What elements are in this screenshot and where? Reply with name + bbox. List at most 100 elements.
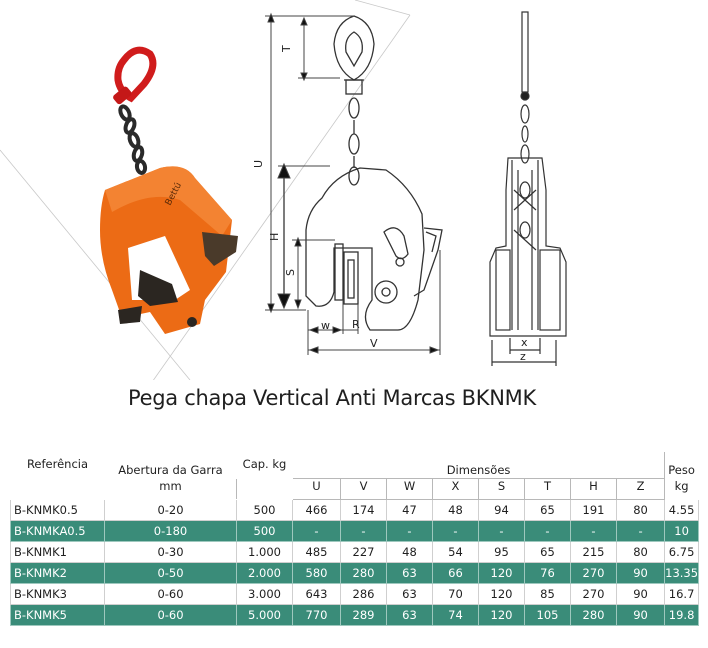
cell-capacity: 5.000 [236, 604, 293, 626]
cell-dim-h: - [570, 520, 617, 542]
dim-label-s: S [284, 269, 297, 276]
header-reference: Referência [10, 452, 105, 500]
cell-ref: B-KNMKA0.5 [10, 520, 105, 542]
dim-label-v: V [370, 337, 378, 350]
cell-opening: 0-60 [104, 583, 237, 605]
page-title: Pega chapa Vertical Anti Marcas BKNMK [128, 386, 536, 410]
cell-dim-x: 54 [432, 541, 479, 563]
cell-dim-h: 270 [570, 583, 617, 605]
header-dim-u: U [292, 478, 341, 500]
cell-dim-z: 80 [615, 499, 666, 521]
cell-weight: 19.8 [664, 604, 700, 626]
cell-dim-w: 63 [386, 562, 433, 584]
front-view-drawing [489, 11, 567, 366]
dim-label-w: w [321, 319, 330, 332]
dim-label-x: x [521, 336, 528, 349]
header-weight: Peso [664, 452, 700, 479]
cell-dim-v: - [340, 520, 387, 542]
cell-opening: 0-50 [104, 562, 237, 584]
cell-capacity: 3.000 [236, 583, 293, 605]
cell-dim-x: - [432, 520, 479, 542]
header-opening: Abertura da Garra [104, 452, 237, 479]
cell-dim-s: - [478, 520, 525, 542]
cell-weight: 13.35 [664, 562, 700, 584]
cell-dim-h: 215 [570, 541, 617, 563]
header-dim-t: T [524, 478, 571, 500]
header-weight-unit: kg [664, 478, 700, 500]
dim-label-u: U [252, 160, 265, 168]
cell-dim-s: 120 [478, 604, 525, 626]
cell-dim-z: - [615, 520, 666, 542]
cell-weight: 6.75 [664, 541, 700, 563]
cell-dim-u: 466 [292, 499, 341, 521]
lifting-hook-icon [113, 46, 157, 105]
cell-dim-t: 76 [524, 562, 571, 584]
table-header-row: Referência Abertura da Garra Cap. kg Dim… [10, 452, 700, 500]
product-figure: Bettú [0, 0, 567, 380]
header-dim-v: V [340, 478, 387, 500]
cell-dim-v: 227 [340, 541, 387, 563]
header-opening-unit: mm [104, 478, 237, 500]
cell-dim-h: 280 [570, 604, 617, 626]
side-view-drawing [305, 15, 443, 331]
cell-dim-w: 63 [386, 604, 433, 626]
cell-dim-z: 90 [615, 604, 666, 626]
cell-dim-v: 174 [340, 499, 387, 521]
cell-dim-h: 191 [570, 499, 617, 521]
cell-capacity: 2.000 [236, 562, 293, 584]
cell-dim-s: 94 [478, 499, 525, 521]
header-capacity: Cap. kg [236, 452, 293, 500]
cell-dim-v: 289 [340, 604, 387, 626]
cell-dim-w: 48 [386, 541, 433, 563]
cell-dim-t: 105 [524, 604, 571, 626]
chain-icon [118, 104, 148, 175]
cell-ref: B-KNMK5 [10, 604, 105, 626]
cell-ref: B-KNMK1 [10, 541, 105, 563]
cell-dim-w: 63 [386, 583, 433, 605]
cell-weight: 16.7 [664, 583, 700, 605]
cell-opening: 0-180 [104, 520, 237, 542]
product-photo: Bettú [100, 46, 238, 334]
dim-label-r: R [352, 318, 360, 331]
dimension-labels: T U H S w R V x z [252, 45, 528, 363]
cell-dim-h: 270 [570, 562, 617, 584]
cell-opening: 0-60 [104, 604, 237, 626]
cell-dim-t: - [524, 520, 571, 542]
cell-opening: 0-30 [104, 541, 237, 563]
cell-dim-t: 65 [524, 499, 571, 521]
cell-dim-x: 70 [432, 583, 479, 605]
header-dim-s: S [478, 478, 525, 500]
cell-weight: 10 [664, 520, 700, 542]
header-dim-z: Z [615, 478, 666, 500]
cell-dim-x: 48 [432, 499, 479, 521]
cell-dim-w: - [386, 520, 433, 542]
cell-dim-z: 80 [615, 541, 666, 563]
cell-dim-u: 485 [292, 541, 341, 563]
cell-dim-x: 66 [432, 562, 479, 584]
cell-capacity: 1.000 [236, 541, 293, 563]
cell-dim-u: 643 [292, 583, 341, 605]
cell-dim-w: 47 [386, 499, 433, 521]
specifications-table: Referência Abertura da Garra Cap. kg Dim… [10, 452, 700, 626]
cell-dim-v: 286 [340, 583, 387, 605]
cell-dim-z: 90 [615, 583, 666, 605]
header-dim-h: H [570, 478, 617, 500]
cell-dim-s: 95 [478, 541, 525, 563]
cell-dim-s: 120 [478, 583, 525, 605]
cell-dim-v: 280 [340, 562, 387, 584]
cell-ref: B-KNMK0.5 [10, 499, 105, 521]
cell-ref: B-KNMK3 [10, 583, 105, 605]
cell-dim-s: 120 [478, 562, 525, 584]
header-dim-x: X [432, 478, 479, 500]
cell-dim-u: 580 [292, 562, 341, 584]
table-subheader-row: mm U V W X S T H Z kg [11, 478, 700, 500]
dim-label-h: H [268, 233, 281, 241]
dim-label-z: z [520, 350, 526, 363]
